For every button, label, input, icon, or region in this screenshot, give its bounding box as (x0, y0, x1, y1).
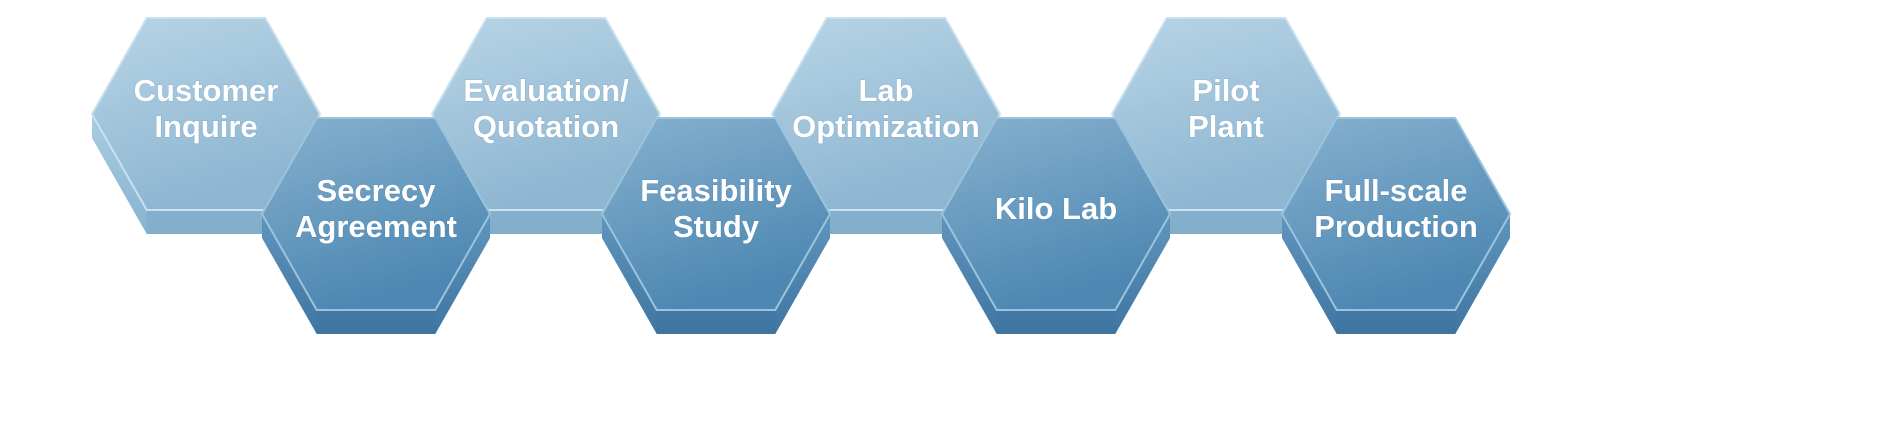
step-label-line: Inquire (154, 109, 257, 144)
step-label-line: Feasibility (640, 173, 792, 208)
step-label-line: Secrecy (317, 173, 437, 208)
step-label-line: Optimization (792, 109, 980, 144)
step-label-line: Study (673, 209, 760, 244)
hexagon-face (940, 117, 1172, 311)
step-label-line: Pilot (1192, 73, 1259, 108)
hexagon-face (260, 117, 492, 311)
hexagon-base-front (1166, 210, 1286, 234)
step-label-line: Kilo Lab (995, 191, 1117, 226)
step-label-line: Customer (134, 73, 279, 108)
hexagon-base-front (996, 310, 1116, 334)
step-label-line: Quotation (473, 109, 619, 144)
step-label-line: Full-scale (1325, 173, 1468, 208)
step-label-line: Lab (858, 73, 913, 108)
step-label-line: Plant (1188, 109, 1264, 144)
step-label-line: Agreement (295, 209, 457, 244)
hexagon-base-front (656, 310, 776, 334)
hexagon-base-front (146, 210, 266, 234)
hexagon-face (600, 117, 832, 311)
hexagon-base-front (486, 210, 606, 234)
step-label-line: Production (1314, 209, 1478, 244)
hexagon-face (1280, 117, 1512, 311)
hexagon-base-front (826, 210, 946, 234)
hexagon-base-front (316, 310, 436, 334)
hexagon-base-front (1336, 310, 1456, 334)
step-label: Kilo Lab (995, 191, 1117, 226)
step-label: Evaluation/Quotation (463, 73, 629, 144)
process-step-3: Evaluation/Quotation (430, 17, 662, 234)
step-label-line: Evaluation/ (463, 73, 629, 108)
process-step-6: Kilo Lab (940, 117, 1172, 334)
